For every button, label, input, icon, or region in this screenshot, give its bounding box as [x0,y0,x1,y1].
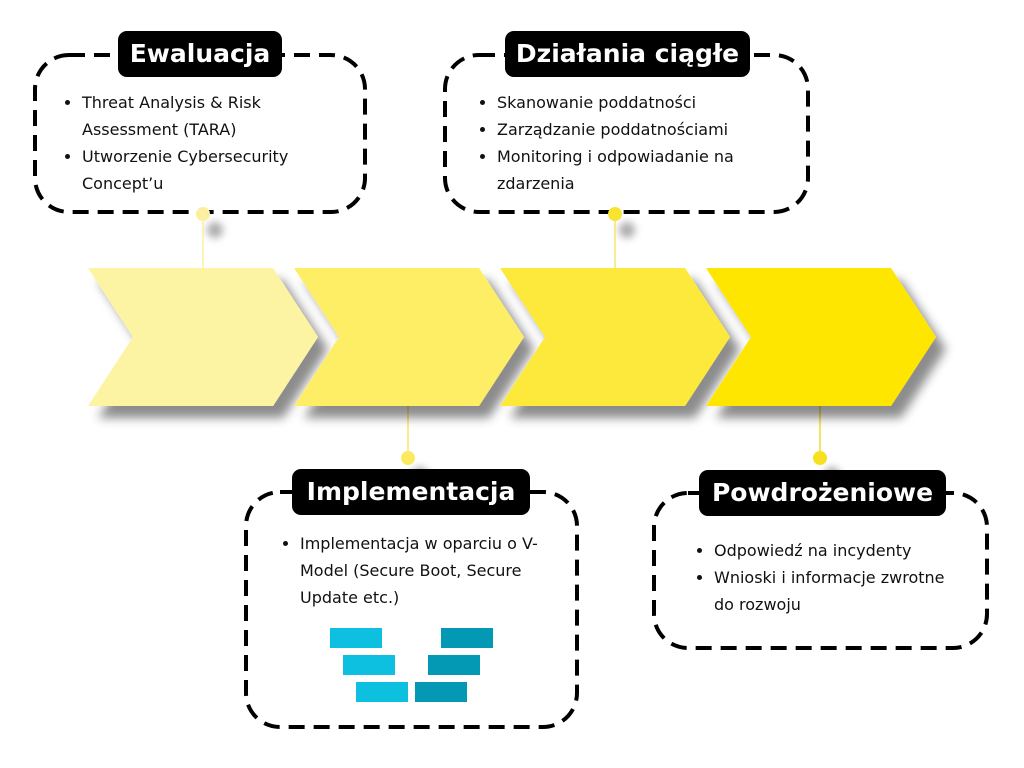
list-item: Skanowanie poddatności [497,89,797,116]
v-model-block [330,628,382,648]
connector-dot [196,207,210,221]
v-model-block [343,655,395,675]
connector-dot [813,451,827,465]
v-model-block [415,682,467,702]
v-model-icon [330,628,493,702]
v-model-block [428,655,480,675]
list-item: Monitoring i odpowiadanie na zdarzenia [497,143,797,197]
stage-list: Odpowiedź na incydenty Wnioski i informa… [692,537,964,618]
chevron-stage-2 [294,268,524,406]
list-item: Threat Analysis & Risk Assessment (TARA) [82,89,352,143]
stage-list: Implementacja w oparciu o V-Model (Secur… [278,530,575,611]
connector-dot [608,207,622,221]
list-item: Wnioski i informacje zwrotne do rozwoju [714,564,964,618]
list-item: Implementacja w oparciu o V-Model (Secur… [300,530,575,611]
stage-title: Działania ciągłe [505,31,750,77]
list-item: Zarządzanie poddatnościami [497,116,797,143]
box-dzialania [443,53,810,214]
chevron-stage-3 [500,268,730,406]
chevron-stage-4 [706,268,936,406]
stage-list: Skanowanie poddatności Zarządzanie podda… [475,89,797,197]
v-model-block [356,682,408,702]
stage-title: Ewaluacja [118,31,282,77]
list-item: Odpowiedź na incydenty [714,537,964,564]
connector-dot [401,451,415,465]
chevron-stage-1 [88,268,318,406]
list-item: Utworzenie Cybersecurity Concept’u [82,143,352,197]
v-model-block [441,628,493,648]
stage-title: Implementacja [292,469,530,515]
stage-title: Powdrożeniowe [699,470,946,516]
stage-list: Threat Analysis & Risk Assessment (TARA)… [60,89,352,197]
